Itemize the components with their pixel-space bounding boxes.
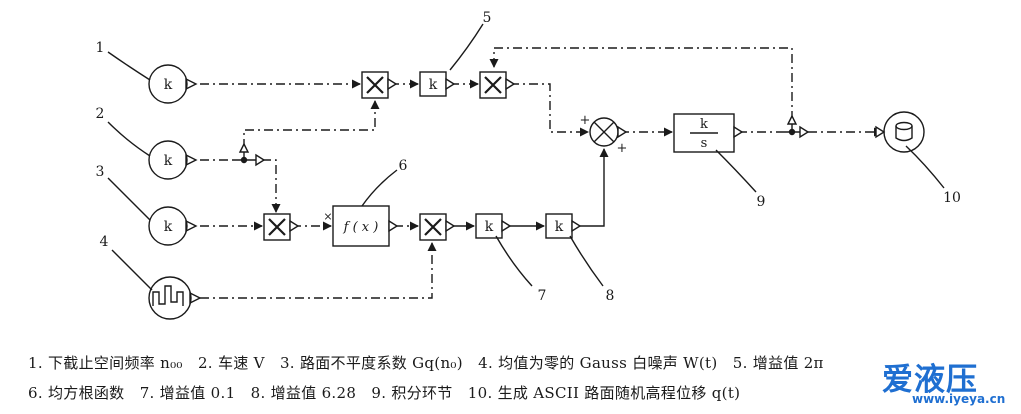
multiplier-4	[419, 213, 456, 241]
gain-label: k	[555, 219, 564, 235]
legend-item-2: 2. 车速 V	[197, 354, 265, 372]
mult-x-mark: ×	[323, 210, 332, 223]
legend-line-2: 6. 均方根函数 7. 增益值 0.1 8. 增益值 6.28 9. 积分环节 …	[28, 382, 740, 403]
legend-item-6: 6. 均方根函数	[28, 384, 125, 402]
gain-block-5	[419, 71, 456, 97]
simulink-block-diagram: k k k k k k k s f ( x ) + + × 1 2 3 4 5 …	[96, 10, 961, 320]
callout-number-6: 6	[399, 158, 408, 174]
callout-number-3: 3	[96, 164, 105, 180]
callout-leader	[449, 23, 484, 71]
legend-item-5: 5. 增益值 2π	[732, 354, 824, 372]
noise-source	[148, 276, 192, 320]
gain-source-1	[148, 64, 188, 104]
legend-item-7: 7. 增益值 0.1	[139, 384, 236, 402]
legend-item-1: 1. 下截止空间频率 n₀₀	[28, 354, 183, 372]
legend-item-3: 3. 路面不平度系数 Gq(n₀)	[279, 354, 463, 372]
callout-number-2: 2	[96, 106, 105, 122]
output-scope-block	[875, 111, 925, 153]
callout-number-1: 1	[96, 40, 105, 56]
legend-item-10: 10. 生成 ASCII 路面随机高程位移 q(t)	[467, 384, 741, 402]
signal-line	[576, 148, 609, 227]
output-port	[189, 291, 202, 305]
integrator-numerator: k	[700, 117, 708, 132]
callout-leader	[111, 249, 153, 291]
sum-block	[589, 117, 628, 147]
callout-number-7: 7	[538, 288, 547, 304]
sum-sign-bottom: +	[617, 141, 628, 156]
integrator-denominator: s	[701, 136, 708, 151]
multiplier-3	[263, 213, 300, 241]
callout-leader	[569, 235, 604, 287]
sum-sign-top: +	[580, 113, 591, 128]
gain-label: k	[164, 153, 173, 169]
gain-label: k	[164, 219, 173, 235]
noise-waveform	[152, 285, 184, 306]
output-port	[185, 219, 198, 233]
callout-number-10: 10	[943, 190, 961, 206]
watermark-logo: 爱液压 www.iyeya.cn	[882, 352, 1017, 410]
legend-item-9: 9. 积分环节	[371, 384, 453, 402]
branch-point-2	[232, 142, 266, 167]
integrator-block	[673, 113, 744, 153]
callout-leader	[107, 121, 151, 157]
gain-block-7	[475, 213, 512, 239]
legend-item-8: 8. 增益值 6.28	[250, 384, 357, 402]
gain-label: k	[429, 77, 438, 93]
legend-line-1: 1. 下截止空间频率 n₀₀ 2. 车速 V 3. 路面不平度系数 Gq(n₀)…	[28, 352, 824, 373]
gain-block-8	[545, 213, 582, 239]
callout-leader	[715, 149, 757, 193]
callout-leader	[905, 145, 945, 189]
callout-number-4: 4	[100, 234, 109, 250]
signal-line	[243, 100, 380, 148]
gain-source-2	[148, 140, 188, 180]
signal-line	[510, 83, 589, 137]
branch-point-10	[780, 114, 810, 139]
function-label: f ( x )	[343, 220, 379, 235]
callout-leader	[361, 169, 398, 207]
signal-line	[200, 242, 437, 299]
signal-line	[262, 159, 281, 213]
multiplier-1	[361, 71, 398, 99]
rms-function-block	[332, 205, 399, 247]
multiplier-2	[479, 71, 516, 99]
callout-leader	[495, 235, 533, 287]
watermark-brand: 爱液压	[882, 362, 978, 398]
watermark-url: www.iyeya.cn	[912, 392, 1006, 406]
output-port	[185, 77, 198, 91]
callout-leader	[107, 177, 151, 221]
callout-number-5: 5	[483, 10, 492, 26]
callout-number-9: 9	[757, 194, 766, 210]
legend-item-4: 4. 均值为零的 Gauss 白噪声 W(t)	[478, 354, 718, 372]
callout-number-8: 8	[606, 288, 615, 304]
gain-label: k	[164, 77, 173, 93]
output-port	[185, 153, 198, 167]
signal-line	[489, 47, 793, 120]
gain-label: k	[485, 219, 494, 235]
callout-leader	[107, 51, 151, 81]
gain-source-3	[148, 206, 188, 246]
